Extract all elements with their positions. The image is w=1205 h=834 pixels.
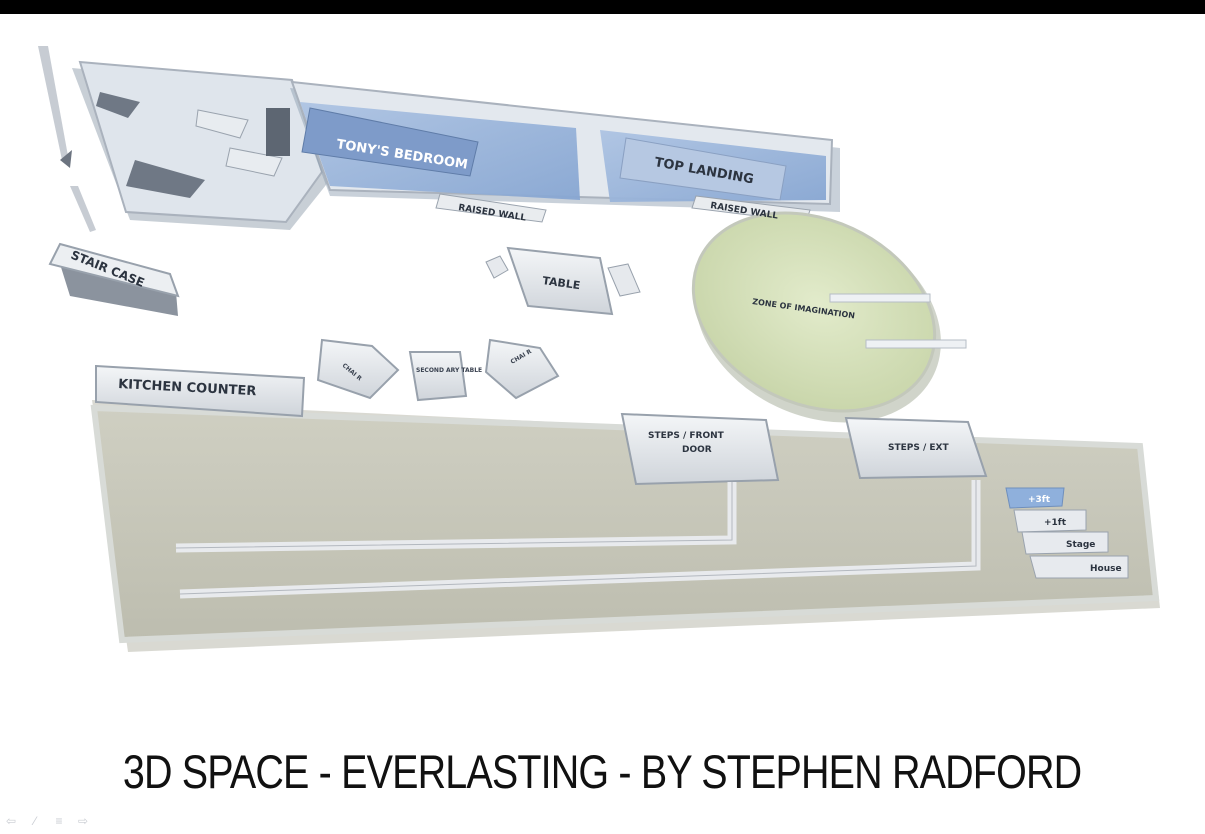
slide-navigation: ⇦ ⁄ ≡ ⇨ bbox=[4, 812, 90, 830]
steps-blocks bbox=[620, 412, 988, 486]
table-block bbox=[485, 246, 641, 316]
upper-blue-band bbox=[290, 80, 840, 223]
level-label-stage: Stage bbox=[1066, 540, 1095, 550]
stair-arrows bbox=[38, 46, 96, 232]
level-label-3ft: +3ft bbox=[1028, 495, 1051, 505]
label-steps-front-line2: DOOR bbox=[682, 445, 712, 455]
label-secondary-table: SECOND ARY TABLE bbox=[416, 367, 482, 374]
top-black-bar bbox=[0, 0, 1205, 14]
next-slide-icon[interactable]: ⇨ bbox=[77, 814, 89, 828]
zone-of-imagination bbox=[691, 211, 967, 423]
staircase-block bbox=[48, 242, 180, 316]
prev-slide-icon[interactable]: ⇦ bbox=[5, 814, 17, 828]
main-stage-floor bbox=[90, 364, 1160, 652]
pen-icon[interactable]: ⁄ bbox=[33, 814, 36, 828]
label-steps-front-line1: STEPS / FRONT bbox=[648, 431, 725, 441]
label-table: TABLE bbox=[542, 274, 582, 292]
chairs-and-secondary-table bbox=[316, 338, 560, 402]
level-stack bbox=[1005, 487, 1129, 579]
actor-paths bbox=[175, 480, 981, 599]
level-label-1ft: +1ft bbox=[1044, 518, 1067, 528]
upper-left-room bbox=[72, 60, 330, 230]
stage-plan-3d-diagram: TONY'S BEDROOM TOP LANDING RAISED WALL R… bbox=[38, 46, 1160, 652]
slide-title: 3D SPACE - EVERLASTING - BY STEPHEN RADF… bbox=[122, 745, 1082, 798]
level-label-house: House bbox=[1090, 564, 1122, 574]
label-kitchen-counter: KITCHEN COUNTER bbox=[118, 377, 257, 399]
label-steps-ext: STEPS / EXT bbox=[888, 443, 949, 453]
menu-icon[interactable]: ≡ bbox=[55, 814, 63, 828]
